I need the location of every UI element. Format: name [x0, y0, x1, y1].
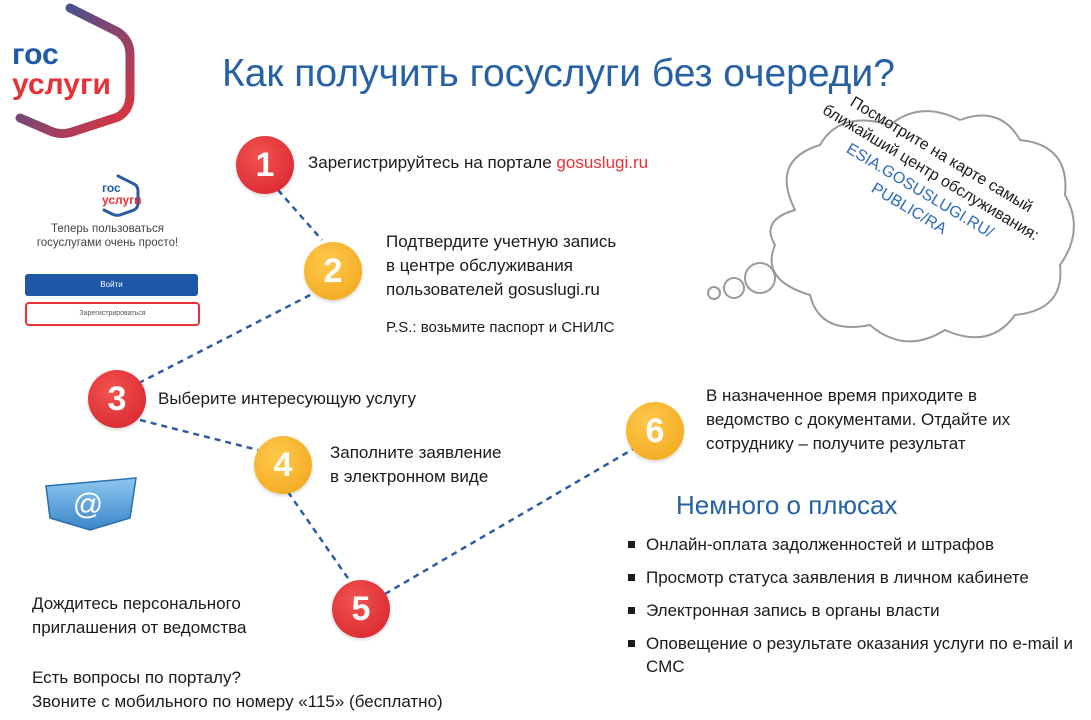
step-4-circle: 4 [254, 436, 312, 494]
email-at-icon: @ [40, 474, 140, 534]
cloud-bubble-icon [707, 110, 1075, 343]
gosuslugi-logo: гос услуги [0, 0, 150, 140]
step-6-line2: ведомство с документами. Отдайте их [706, 410, 1011, 429]
step-4-line1: Заполните заявление [330, 443, 502, 462]
login-button[interactable]: Войти [25, 274, 198, 296]
at-symbol: @ [73, 488, 103, 521]
register-button[interactable]: Зарегистрироваться [25, 302, 200, 326]
step-6-line3: сотруднику – получите результат [706, 434, 966, 453]
page-title: Как получить госуслуги без очереди? [222, 52, 895, 95]
logo-line1: гос [12, 38, 59, 71]
step-4-text: Заполните заявление в электронном виде [330, 441, 501, 489]
contact-line1: Есть вопросы по порталу? [32, 668, 241, 687]
plus-item: Электронная запись в органы власти [628, 599, 1083, 622]
step-2-text: Подтвердите учетную запись в центре обсл… [386, 230, 616, 302]
step-3-circle: 3 [88, 370, 146, 428]
step-4-line2: в электронном виде [330, 467, 489, 486]
small-logo-line2: услуги [102, 193, 142, 207]
plus-item: Просмотр статуса заявления в личном каби… [628, 566, 1066, 589]
step-6-text: В назначенное время приходите в ведомств… [706, 384, 1010, 456]
step-2-note: P.S.: возьмите паспорт и СНИЛС [386, 319, 615, 336]
step-5-circle: 5 [332, 580, 390, 638]
step-2-line2: в центре обслуживания [386, 256, 573, 275]
pluses-title: Немного о плюсах [676, 490, 898, 520]
step-2-circle: 2 [304, 242, 362, 300]
small-gosuslugi-logo: гос услуги [98, 174, 142, 218]
plus-item: Оповещение о результате оказания услуги … [628, 632, 1083, 678]
step-3-text: Выберите интересующую услугу [158, 389, 416, 408]
app-message: Теперь пользоваться госуслугами очень пр… [36, 223, 179, 249]
step-2-line1: Подтвердите учетную запись [386, 232, 617, 251]
plus-item: Онлайн-оплата задолженностей и штрафов [628, 533, 1083, 556]
logo-line2: услуги [12, 68, 111, 101]
step-5-line2: приглашения от ведомства [32, 618, 247, 637]
step-1-text: Зарегистрируйтесь на портале gosuslugi.r… [308, 151, 648, 175]
gosuslugi-link[interactable]: gosuslugi.ru [556, 153, 649, 172]
small-logo-line1: гос [102, 181, 121, 195]
contact-line2: Звоните с мобильного по номеру «115» (бе… [32, 692, 443, 711]
pluses-list: Онлайн-оплата задолженностей и штрафов П… [628, 533, 1083, 688]
step-5-line1: Дождитесь персонального [32, 594, 241, 613]
contact-info: Есть вопросы по порталу? Звоните с мобил… [32, 666, 443, 714]
step-6-circle: 6 [626, 402, 684, 460]
step-2-line3: пользователей gosuslugi.ru [386, 280, 600, 299]
step-6-line1: В назначенное время приходите в [706, 386, 978, 405]
step-1-label: Зарегистрируйтесь на портале [308, 153, 557, 172]
step-5-text: Дождитесь персонального приглашения от в… [32, 592, 246, 640]
app-preview: гос услуги Теперь пользоваться госуслуга… [20, 170, 200, 340]
step-1-circle: 1 [236, 136, 294, 194]
